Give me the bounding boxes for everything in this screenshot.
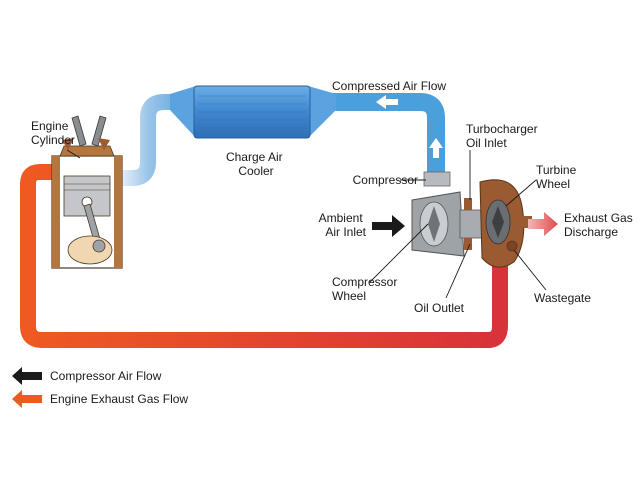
- exhaust-discharge-arrow: [528, 212, 558, 236]
- ambient-air-inlet-label: Ambient Air Inlet: [319, 211, 367, 239]
- compressed-air-arrow-left: [376, 95, 398, 109]
- charge-air-cooler-label: Charge Air Cooler: [226, 150, 286, 178]
- legend: Compressor Air Flow Engine Exhaust Gas F…: [12, 367, 188, 408]
- compressor-label: Compressor: [353, 173, 418, 187]
- cooler-outlet-transition: [308, 86, 336, 138]
- intake-pipe-left: [122, 94, 196, 186]
- legend-exhaust-gas-arrow: [12, 390, 42, 408]
- cooler-inlet-transition: [170, 86, 196, 138]
- turbine-wheel-label: Turbine Wheel: [536, 163, 580, 191]
- ambient-air-inlet-arrow: [372, 215, 405, 237]
- compressed-air-flow-label: Compressed Air Flow: [332, 79, 446, 93]
- compressed-air-arrow-up: [429, 138, 443, 158]
- turbocharger-oil-inlet-label: Turbocharger Oil Inlet: [466, 122, 541, 150]
- exhaust-pipe: [20, 164, 508, 348]
- compressor-wheel-label: Compressor Wheel: [332, 275, 401, 303]
- leader-lines: [66, 149, 547, 299]
- intake-pipe-right: [320, 93, 445, 172]
- oil-outlet-label: Oil Outlet: [414, 301, 465, 315]
- engine-cylinder-label: Engine Cylinder: [31, 119, 75, 147]
- turbocharger: [411, 171, 532, 268]
- exhaust-gas-discharge-label: Exhaust Gas Discharge: [564, 211, 636, 239]
- wastegate-label: Wastegate: [534, 291, 591, 305]
- legend-compressor-air-arrow: [12, 367, 42, 385]
- legend-compressor-air-flow-label: Compressor Air Flow: [50, 369, 162, 383]
- legend-engine-exhaust-gas-flow-label: Engine Exhaust Gas Flow: [50, 392, 188, 406]
- engine-cylinder: [51, 115, 123, 269]
- cooler-fins: [198, 95, 306, 129]
